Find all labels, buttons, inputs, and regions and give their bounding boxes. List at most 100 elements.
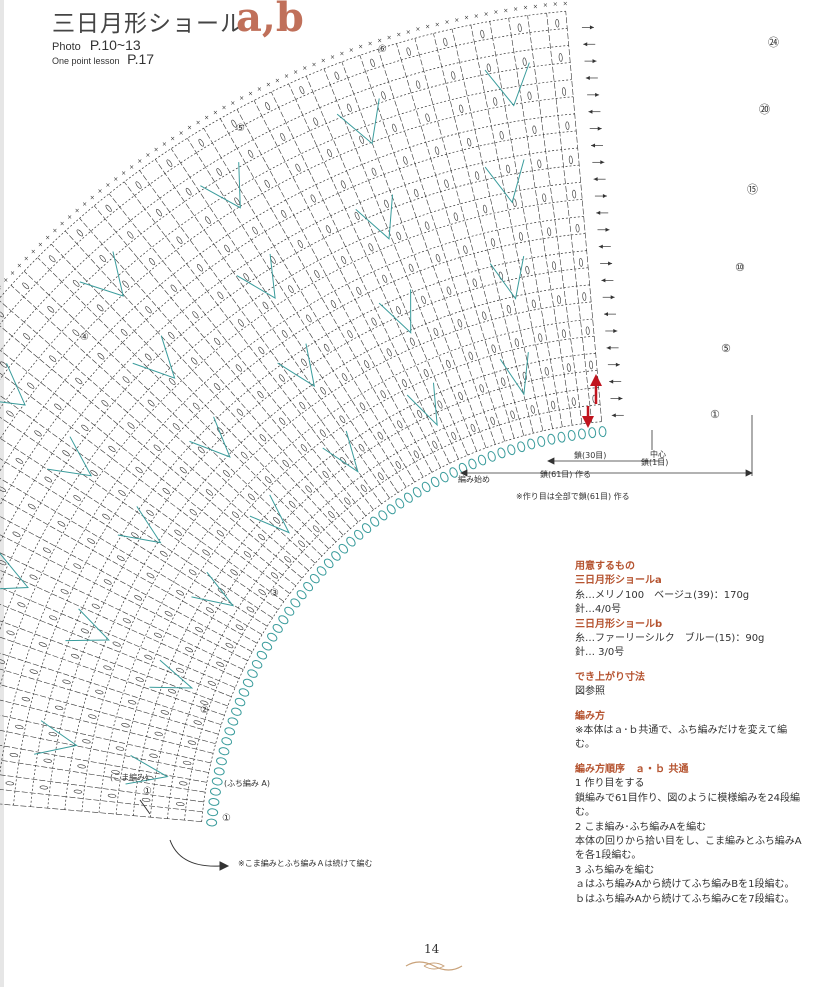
chain-loop [208,798,220,806]
stitch-oval [297,240,304,248]
stitch-oval [424,221,430,230]
stitch-oval [356,286,362,295]
stitch-oval [160,550,168,557]
stitch-oval [298,540,306,548]
stitch-oval [175,802,185,807]
stitch-oval [72,329,80,337]
continuous-knit-arrow-icon [139,799,230,871]
stitch-oval [582,292,587,301]
step1-text: 鎖編みで61目作り、図のように模様編みを24段編む。 [575,792,801,819]
chain-loop [209,787,221,796]
stitch-oval [490,416,495,426]
edge-cross: × [444,19,449,26]
stitch-oval [47,306,55,313]
stitch-oval [44,476,53,483]
stitch-oval [179,466,187,474]
edge-cross: × [513,6,518,13]
lesson-reference: One point lesson P.17 [52,51,154,67]
row-arc [64,284,590,810]
stitch-column [508,18,573,426]
stitch-column [0,699,214,754]
stitch-oval [339,415,346,423]
chain-loop [477,454,487,466]
stitch-oval [531,299,536,309]
stitch-oval [127,231,134,239]
stitch-oval [325,225,331,234]
edge-cross: × [275,77,280,84]
stitch-oval [91,603,100,609]
stitch-oval [280,132,286,141]
stitch-oval [328,511,335,519]
stitch-oval [301,358,307,367]
stitch-oval [568,155,573,165]
stitch-column [377,49,506,442]
row-arrow-head [602,194,607,199]
stitch-oval [146,572,155,579]
edge-cross: × [425,24,430,31]
teal-fan [79,251,124,297]
stitch-oval [202,549,210,556]
stitch-oval [468,351,474,360]
stitch-oval [111,770,120,775]
edge-cross: × [75,207,80,214]
stitch-column [0,730,209,773]
stitch-oval [561,329,566,338]
stitch-oval [235,624,244,631]
row-marker-10: ⑩ [735,261,745,274]
edge-cross: × [24,255,29,262]
stitch-oval [176,667,185,673]
stitch-oval [73,789,83,794]
stitch-oval [493,97,498,106]
stitch-oval [189,509,197,516]
stitch-oval [38,642,47,647]
row-arc [0,216,584,776]
stitch-oval [54,705,64,710]
stitch-oval [327,148,332,158]
stitch-oval [118,489,126,496]
stitch-oval [368,243,374,252]
edge-cross: × [145,152,150,159]
edge-cross: × [38,241,43,248]
stitch-oval [9,753,19,758]
stitch-column [489,21,563,427]
stitch-oval [127,699,137,705]
edge-cross: × [563,0,568,7]
stitch-oval [300,444,308,452]
teal-fan [249,494,291,534]
stitch-oval [205,489,213,496]
continuous-note: ※こま編みとふち編みＡは続けて編む [238,859,373,868]
stitch-oval [392,123,397,133]
stitch-oval [122,618,131,624]
edge-cross: × [523,5,528,12]
stitch-oval [313,117,319,126]
stitch-oval [107,793,117,798]
stitch-oval [230,569,238,576]
stitch-oval [187,740,197,745]
shawl-b-yarn: 糸…ファーリーシルク ブルー(15)：90g [575,633,765,645]
row-arrow-head [615,362,620,367]
photo-label: Photo [52,41,81,53]
edge-cross: × [204,114,209,121]
stitch-oval [358,443,365,452]
row-arc [115,335,595,815]
edge-cross: × [67,214,72,221]
stitch-oval [258,589,266,596]
stitch-oval [22,282,30,290]
row-arrow-head [595,92,600,97]
stitch-oval [530,405,535,414]
chain-loop [251,660,263,669]
stitch-oval [544,367,549,376]
edge-cross: × [17,263,22,270]
stitch-oval [188,569,197,576]
edge-cross: × [302,65,307,72]
stitch-oval [532,125,537,135]
chain-loop [378,510,388,521]
stitch-oval [248,493,255,501]
photo-reference: Photo P.10~13 [52,37,141,53]
stitch-oval [425,113,430,122]
chain-loop [303,581,314,592]
stitch-oval [185,187,192,196]
stitch-oval [320,387,327,395]
chain-loop [588,427,597,439]
stitch-oval [154,632,162,638]
